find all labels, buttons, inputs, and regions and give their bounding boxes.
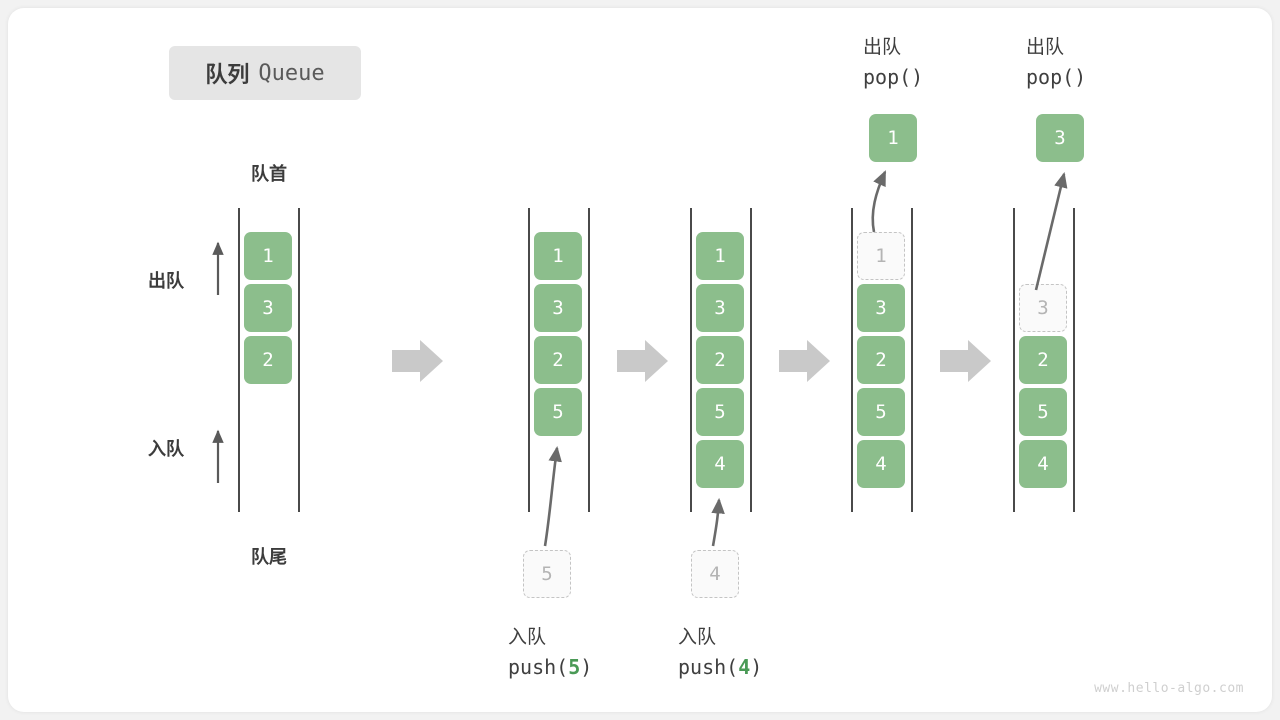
rail-left-col1 bbox=[238, 208, 240, 512]
push-caption-code: push(5) bbox=[508, 655, 592, 679]
queue-item: 4 bbox=[1019, 440, 1067, 488]
title-badge: 队列 Queue bbox=[169, 46, 361, 100]
queue-item: 4 bbox=[857, 440, 905, 488]
queue-item: 5 bbox=[696, 388, 744, 436]
queue-item: 1 bbox=[696, 232, 744, 280]
ghost-push-box: 5 bbox=[523, 550, 571, 598]
queue-item: 3 bbox=[857, 284, 905, 332]
queue-item: 3 bbox=[244, 284, 292, 332]
rail-right-col4 bbox=[911, 208, 913, 512]
push-caption-col3: 入队 push(4) bbox=[678, 622, 762, 679]
rail-left-col3 bbox=[690, 208, 692, 512]
dequeue-direction-label: 出队 bbox=[148, 271, 184, 291]
push-code-value: 5 bbox=[568, 655, 581, 679]
queue-item: 2 bbox=[244, 336, 292, 384]
enqueue-direction-label: 入队 bbox=[148, 439, 184, 459]
popped-value-box: 1 bbox=[869, 114, 917, 162]
pop-caption-col5: 出队 pop() bbox=[1026, 32, 1086, 89]
push-code-suffix: ) bbox=[750, 655, 763, 679]
queue-item: 2 bbox=[857, 336, 905, 384]
push-caption-cn: 入队 bbox=[508, 627, 547, 648]
ghost-push-box: 4 bbox=[691, 550, 739, 598]
pop-caption-cn: 出队 bbox=[1026, 37, 1065, 58]
queue-head-label: 队首 bbox=[251, 164, 287, 184]
push-code-prefix: push( bbox=[508, 655, 569, 679]
push-code-value: 4 bbox=[738, 655, 751, 679]
queue-item: 5 bbox=[857, 388, 905, 436]
watermark: www.hello-algo.com bbox=[1094, 681, 1244, 696]
queue-item: 2 bbox=[696, 336, 744, 384]
rail-left-col5 bbox=[1013, 208, 1015, 512]
rail-left-col2 bbox=[528, 208, 530, 512]
push-code-suffix: ) bbox=[580, 655, 593, 679]
queue-item: 5 bbox=[1019, 388, 1067, 436]
rail-right-col1 bbox=[298, 208, 300, 512]
ghost-pop-box: 3 bbox=[1019, 284, 1067, 332]
queue-item: 2 bbox=[1019, 336, 1067, 384]
queue-item-new: 4 bbox=[696, 440, 744, 488]
rail-right-col5 bbox=[1073, 208, 1075, 512]
push-code-prefix: push( bbox=[678, 655, 739, 679]
queue-item: 1 bbox=[534, 232, 582, 280]
pop-caption-code: pop() bbox=[1026, 65, 1087, 89]
push-caption-code: push(4) bbox=[678, 655, 762, 679]
pop-caption-col4: 出队 pop() bbox=[863, 32, 923, 89]
popped-value-box: 3 bbox=[1036, 114, 1084, 162]
queue-item-new: 5 bbox=[534, 388, 582, 436]
queue-tail-label: 队尾 bbox=[251, 547, 287, 567]
rail-right-col2 bbox=[588, 208, 590, 512]
rail-left-col4 bbox=[851, 208, 853, 512]
ghost-pop-box: 1 bbox=[857, 232, 905, 280]
title-cn: 队列 bbox=[205, 62, 250, 87]
queue-item: 1 bbox=[244, 232, 292, 280]
pop-caption-cn: 出队 bbox=[863, 37, 902, 58]
queue-item: 3 bbox=[534, 284, 582, 332]
push-caption-col2: 入队 push(5) bbox=[508, 622, 592, 679]
pop-caption-code: pop() bbox=[863, 65, 924, 89]
rail-right-col3 bbox=[750, 208, 752, 512]
diagram-card bbox=[8, 8, 1272, 712]
title-en: Queue bbox=[258, 60, 325, 86]
push-caption-cn: 入队 bbox=[678, 627, 717, 648]
queue-item: 2 bbox=[534, 336, 582, 384]
queue-item: 3 bbox=[696, 284, 744, 332]
